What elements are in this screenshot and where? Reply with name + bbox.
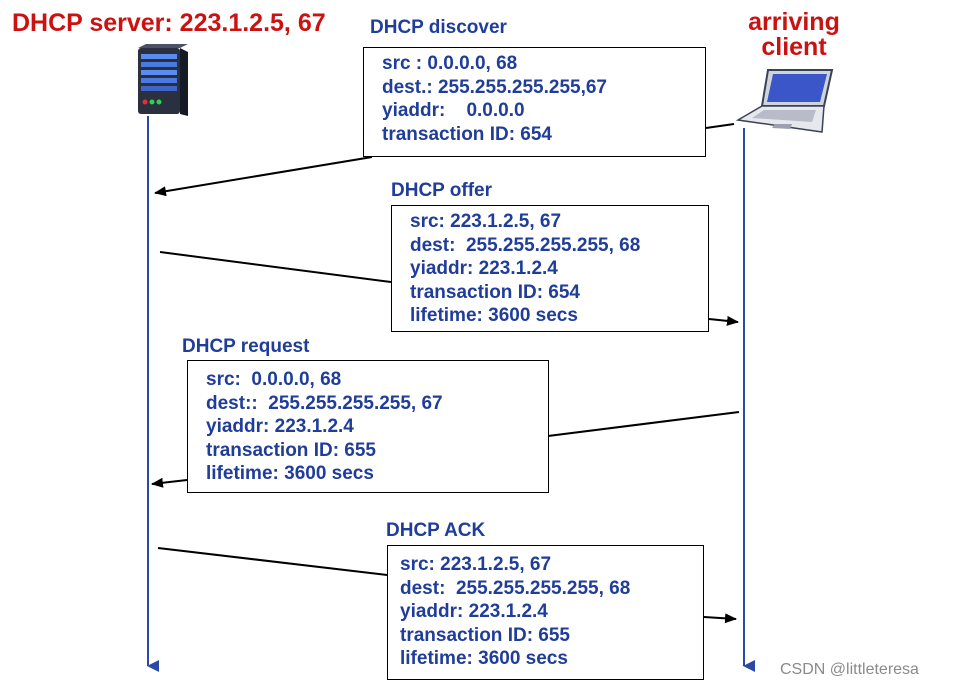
server-icon	[138, 44, 188, 116]
request-lifetime: lifetime: 3600 secs	[206, 463, 374, 485]
ack-lifetime: lifetime: 3600 secs	[400, 648, 568, 670]
ack-arrow-segment	[157, 547, 388, 576]
ack-yiaddr: yiaddr: 223.1.2.4	[400, 601, 548, 623]
offer-arrow-segment	[159, 251, 392, 283]
offer-lifetime: lifetime: 3600 secs	[410, 305, 578, 327]
discover-label: DHCP discover	[370, 17, 507, 38]
discover-transaction-id: transaction ID: 654	[382, 123, 552, 145]
client-label: arriving client	[724, 10, 864, 60]
offer-dest: dest: 255.255.255.255, 68	[410, 234, 641, 256]
offer-src: src: 223.1.2.5, 67	[410, 211, 562, 232]
offer-message-box: src: 223.1.2.5, 67 dest: 255.255.255.255…	[391, 205, 709, 332]
ack-transaction-id: transaction ID: 655	[400, 624, 570, 646]
request-dest: dest:: 255.255.255.255, 67	[206, 392, 443, 414]
offer-arrow	[708, 315, 739, 326]
ack-message-box: src: 223.1.2.5, 67 dest: 255.255.255.255…	[387, 545, 704, 680]
ack-arrow	[703, 613, 737, 624]
ack-label: DHCP ACK	[386, 520, 486, 541]
client-label-line2: client	[761, 33, 827, 61]
discover-arrow-segment	[705, 123, 735, 129]
request-yiaddr: yiaddr: 223.1.2.4	[206, 416, 354, 438]
offer-label: DHCP offer	[391, 180, 492, 201]
ack-src: src: 223.1.2.5, 67	[400, 554, 552, 575]
ack-dest: dest: 255.255.255.255, 68	[400, 577, 631, 599]
discover-message-box: src : 0.0.0.0, 68 dest.: 255.255.255.255…	[363, 47, 706, 157]
request-arrow-segment	[547, 411, 740, 437]
discover-src: src : 0.0.0.0, 68	[382, 53, 518, 74]
watermark: CSDN @littleteresa	[780, 661, 919, 678]
request-label: DHCP request	[182, 336, 310, 357]
server-title: DHCP server: 223.1.2.5, 67	[12, 9, 326, 37]
offer-yiaddr: yiaddr: 223.1.2.4	[410, 258, 558, 280]
discover-dest: dest.: 255.255.255.255,67	[382, 76, 608, 98]
request-arrow	[151, 477, 188, 488]
request-message-box: src: 0.0.0.0, 68 dest:: 255.255.255.255,…	[187, 360, 549, 493]
client-label-line1: arriving	[748, 8, 840, 36]
offer-transaction-id: transaction ID: 654	[410, 281, 580, 303]
discover-arrow	[154, 156, 373, 197]
laptop-icon	[735, 69, 834, 133]
request-src: src: 0.0.0.0, 68	[206, 369, 342, 390]
request-transaction-id: transaction ID: 655	[206, 439, 376, 461]
discover-yiaddr: yiaddr: 0.0.0.0	[382, 100, 525, 122]
